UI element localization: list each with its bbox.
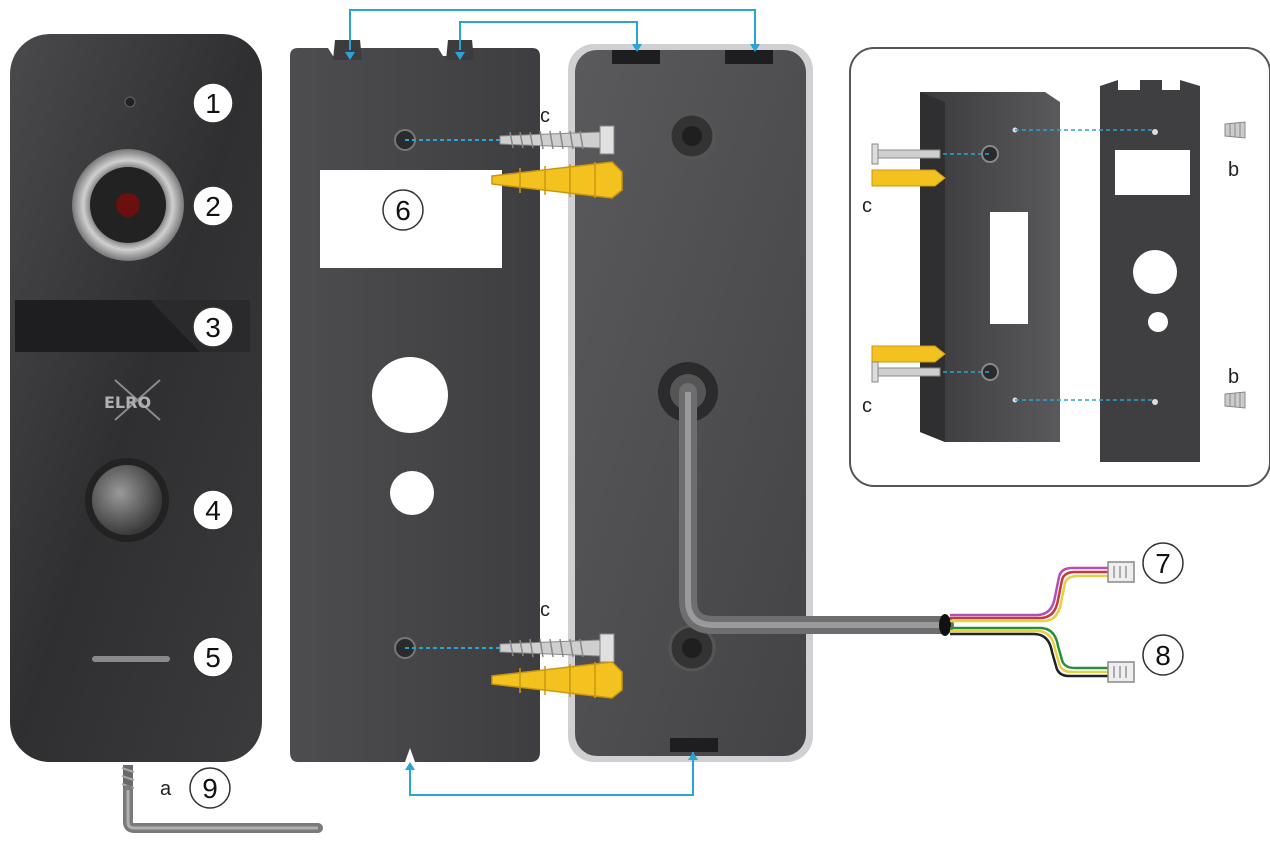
callout-2: 2 [192, 185, 234, 227]
connector-plug-icon [1107, 561, 1135, 583]
wall-plug-icon [491, 161, 623, 199]
callout-1: 1 [192, 82, 234, 124]
screw-icon [871, 361, 941, 383]
label-c-inset-bottom: c [862, 395, 872, 417]
wall-plug-icon [871, 169, 946, 187]
plate-small-hole [390, 471, 434, 515]
svg-text:6: 6 [395, 195, 411, 226]
label-c-inset-top: c [862, 195, 872, 217]
camera-lens-icon [72, 149, 184, 261]
speaker-grille-icon [92, 656, 170, 662]
svg-text:9: 9 [202, 773, 218, 804]
callout-9: 9 [189, 767, 231, 809]
inset-diagram [849, 47, 1270, 487]
screw-icon [1224, 121, 1246, 139]
label-b-top: b [1228, 159, 1239, 181]
label-b-bottom: b [1228, 366, 1239, 388]
label-c-bottom: c [540, 599, 550, 621]
mounting-plate [290, 40, 540, 762]
svg-text:5: 5 [205, 642, 221, 673]
callout-5: 5 [192, 636, 234, 678]
callout-7: 7 [1142, 542, 1184, 584]
label-c-top: c [540, 105, 550, 127]
screw-icon [499, 633, 615, 663]
front-panel-cable [121, 765, 323, 833]
pir-sensor-icon [124, 96, 136, 108]
svg-text:2: 2 [205, 191, 221, 222]
screw-icon [1224, 391, 1246, 409]
screw-icon [871, 143, 941, 165]
svg-text:8: 8 [1155, 640, 1171, 671]
screw-icon [499, 125, 615, 155]
elro-logo: ELRO [104, 379, 161, 421]
plate-large-hole [372, 357, 448, 433]
svg-text:3: 3 [205, 312, 221, 343]
svg-text:4: 4 [205, 495, 221, 526]
connector-plug-icon [1107, 661, 1135, 683]
back-cable [679, 383, 1108, 678]
logo-text: ELRO [104, 393, 151, 412]
call-button-icon [85, 458, 169, 542]
alignment-lines [349, 9, 756, 796]
callout-6: 6 [382, 189, 424, 231]
wall-plug-icon [491, 661, 623, 699]
callout-8: 8 [1142, 634, 1184, 676]
label-a: a [160, 778, 172, 800]
svg-text:7: 7 [1155, 548, 1171, 579]
wall-plug-icon [871, 345, 946, 363]
callout-4: 4 [192, 489, 234, 531]
callout-3: 3 [192, 306, 234, 348]
svg-text:1: 1 [205, 88, 221, 119]
